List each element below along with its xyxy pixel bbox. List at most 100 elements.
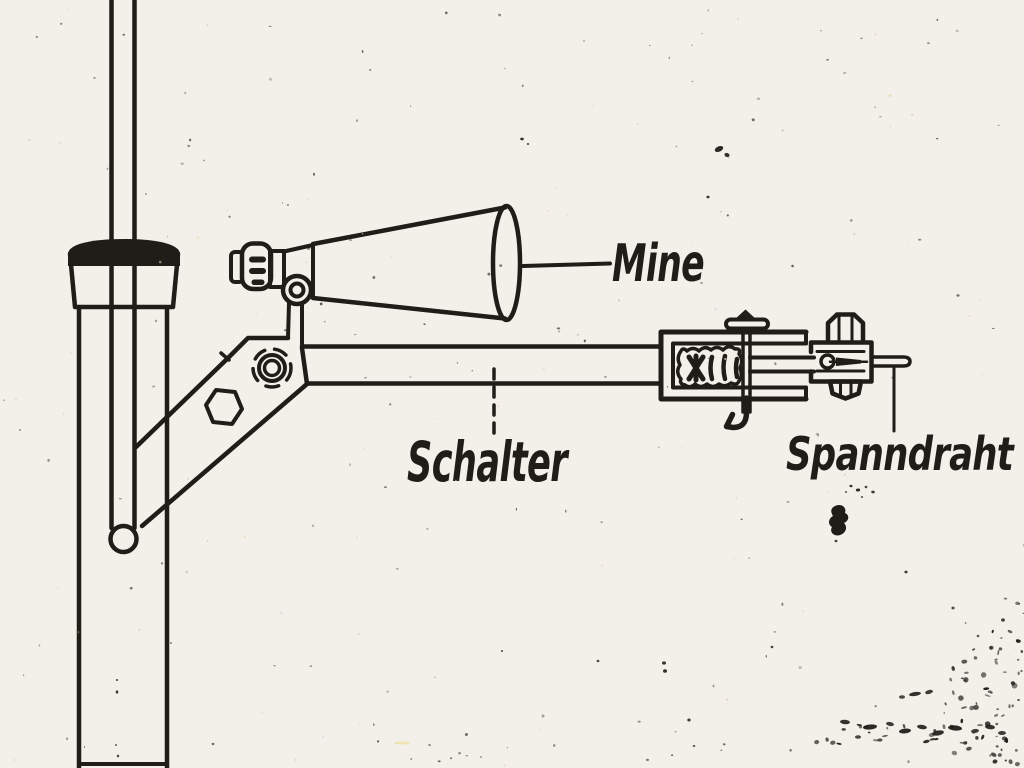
noise-speck bbox=[187, 477, 189, 481]
noise-speck bbox=[383, 486, 387, 488]
noise-speck bbox=[858, 723, 863, 729]
noise-speck bbox=[663, 669, 667, 673]
noise-speck bbox=[434, 676, 436, 678]
switch-frame-inner bbox=[671, 341, 808, 390]
pivot-ring-outer bbox=[280, 273, 314, 307]
noise-speck bbox=[994, 658, 998, 661]
noise-speck bbox=[958, 695, 964, 701]
noise-speck bbox=[910, 113, 914, 117]
noise-speck bbox=[428, 744, 432, 746]
noise-speck bbox=[843, 72, 847, 74]
noise-speck bbox=[18, 429, 22, 431]
noise-speck bbox=[649, 44, 651, 47]
noise-speck bbox=[196, 236, 200, 239]
noise-speck bbox=[882, 734, 888, 738]
noise-speck bbox=[724, 152, 730, 158]
noise-speck bbox=[160, 562, 164, 565]
noise-speck bbox=[57, 586, 59, 590]
noise-speck bbox=[891, 376, 893, 379]
noise-speck bbox=[458, 752, 461, 755]
t-handle bbox=[724, 309, 770, 331]
noise-speck bbox=[904, 570, 908, 574]
noise-speck bbox=[929, 738, 936, 741]
noise-speck bbox=[22, 674, 25, 677]
noise-speck bbox=[306, 198, 309, 201]
noise-speck bbox=[802, 610, 804, 612]
noise-speck bbox=[503, 67, 506, 70]
noise-speck bbox=[936, 138, 939, 140]
noise-speck bbox=[309, 665, 313, 667]
switch-assembly bbox=[658, 309, 816, 431]
noise-speck bbox=[47, 458, 50, 462]
noise-speck bbox=[935, 143, 937, 145]
noise-speck bbox=[35, 36, 38, 38]
noise-speck bbox=[1001, 618, 1005, 622]
noise-speck bbox=[1000, 637, 1003, 639]
noise-speck bbox=[874, 106, 877, 109]
noise-speck bbox=[817, 434, 819, 437]
noise-speck bbox=[667, 385, 669, 388]
noise-speck bbox=[991, 327, 995, 329]
spring bbox=[676, 345, 744, 389]
noise-speck bbox=[691, 44, 693, 46]
noise-speck bbox=[154, 319, 157, 323]
noise-speck bbox=[456, 361, 458, 365]
noise-speck bbox=[722, 743, 726, 746]
noise-speck bbox=[707, 357, 711, 360]
noise-speck bbox=[997, 649, 1000, 656]
spring-slit-2 bbox=[721, 353, 728, 382]
noise-speck bbox=[973, 656, 978, 660]
noise-speck bbox=[815, 432, 819, 436]
noise-speck bbox=[774, 631, 776, 633]
spring-slit-3 bbox=[733, 356, 740, 380]
noise-speck bbox=[700, 282, 703, 284]
noise-speck bbox=[997, 753, 1002, 757]
noise-speck bbox=[675, 145, 678, 148]
noise-speck bbox=[357, 632, 360, 635]
noise-speck bbox=[145, 192, 147, 196]
noise-speck bbox=[372, 275, 376, 280]
noise-speck bbox=[984, 721, 991, 727]
noise-speck bbox=[389, 403, 392, 406]
noise-speck bbox=[899, 695, 905, 699]
noise-speck bbox=[902, 724, 906, 729]
pull-rod bbox=[748, 355, 816, 374]
noise-speck bbox=[211, 742, 215, 746]
noise-speck bbox=[410, 758, 413, 760]
wire-clamp bbox=[808, 312, 912, 401]
noise-speck bbox=[798, 666, 802, 669]
noise-speck bbox=[284, 329, 287, 332]
noise-speck bbox=[159, 260, 162, 264]
bracket-weld-tick bbox=[219, 351, 231, 362]
noise-speck bbox=[726, 214, 729, 217]
noise-speck bbox=[949, 677, 953, 682]
noise-speck bbox=[290, 392, 294, 394]
noise-speck bbox=[691, 80, 694, 82]
noise-speck bbox=[942, 724, 946, 730]
noise-speck bbox=[280, 611, 283, 614]
noise-speck bbox=[138, 628, 141, 632]
noise-speck bbox=[984, 694, 991, 697]
spring-slit-1 bbox=[708, 354, 715, 382]
noise-speck bbox=[977, 724, 984, 727]
noise-speck bbox=[994, 713, 999, 717]
noise-speck bbox=[997, 124, 1000, 126]
noise-speck bbox=[1000, 748, 1003, 752]
noise-speck bbox=[972, 732, 975, 734]
noise-speck bbox=[964, 671, 969, 674]
noise-speck bbox=[503, 764, 506, 767]
noise-speck bbox=[542, 368, 545, 371]
noise-speck bbox=[951, 606, 955, 610]
noise-speck bbox=[67, 8, 70, 11]
noise-speck bbox=[180, 162, 184, 165]
noise-speck bbox=[886, 721, 894, 727]
noise-speck bbox=[115, 679, 119, 681]
rod-ball-end bbox=[108, 523, 139, 555]
noise-speck bbox=[255, 313, 258, 315]
noise-speck bbox=[989, 646, 993, 650]
noise-speck bbox=[362, 448, 365, 451]
noise-speck bbox=[556, 327, 561, 330]
noise-speck bbox=[975, 736, 979, 740]
noise-speck bbox=[471, 216, 474, 219]
